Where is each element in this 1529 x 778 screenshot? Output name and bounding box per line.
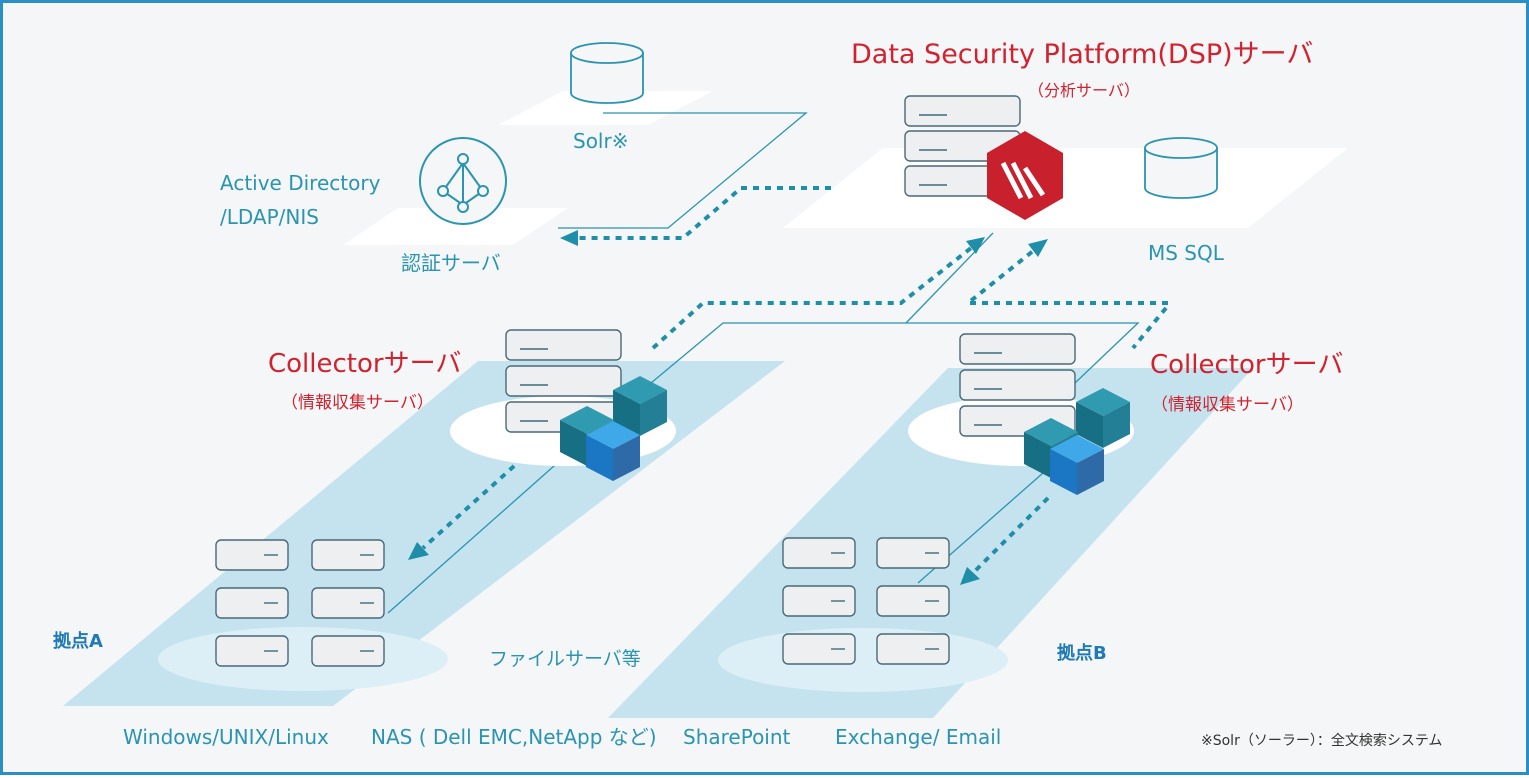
footnote: ※Solr（ソーラー）：全文検索システム <box>1201 733 1443 749</box>
server-icon <box>876 633 950 665</box>
solr-connection-line <box>558 112 808 229</box>
collector-a-subtitle: （情報収集サーバ） <box>281 393 434 413</box>
site-b-label: 拠点B <box>1057 643 1107 664</box>
server-icon <box>782 537 856 569</box>
auth-server-label: 認証サーバ <box>401 251 501 275</box>
auth-platform <box>343 208 568 245</box>
server-icon <box>311 635 385 667</box>
collector-b-server-stack <box>959 333 1076 437</box>
solr-label: Solr※ <box>573 129 629 153</box>
server-icon <box>311 539 385 571</box>
source-nas: NAS ( Dell EMC,NetApp など) <box>371 725 657 749</box>
collector-connection-line <box>602 322 1140 424</box>
site-b-fileserver-base <box>718 628 1008 692</box>
server-icon <box>876 585 950 617</box>
collector-b-subtitle: （情報収集サーバ） <box>1151 395 1304 415</box>
server-icon <box>904 95 1021 127</box>
network-tree-icon <box>419 137 507 225</box>
file-servers-label: ファイルサーバ等 <box>489 648 641 670</box>
server-icon <box>782 585 856 617</box>
collector-b-title: Collectorサーバ <box>1150 350 1344 380</box>
hexagon-logo-icon <box>987 131 1063 220</box>
auth-line1: Active Directory <box>220 171 381 195</box>
dotted-arrow-icon <box>651 237 985 350</box>
server-icon <box>505 329 622 361</box>
dotted-arrow-icon <box>962 239 1168 350</box>
source-exchange: Exchange/ Email <box>835 725 1002 749</box>
source-windows: Windows/UNIX/Linux <box>123 725 329 749</box>
site-a-fileserver-line <box>387 457 564 614</box>
server-icon <box>215 635 289 667</box>
dsp-subtitle: （分析サーバ） <box>1028 81 1140 100</box>
server-icon <box>505 365 622 397</box>
dotted-arrow-icon <box>408 456 525 560</box>
server-icon <box>311 587 385 619</box>
auth-line2: /LDAP/NIS <box>220 205 319 229</box>
server-icon <box>782 633 856 665</box>
dotted-arrow-icon <box>560 186 831 246</box>
server-icon <box>876 537 950 569</box>
dotted-arrow-icon <box>960 496 1050 585</box>
dsp-platform <box>783 148 1348 228</box>
ms-sql-label: MS SQL <box>1148 241 1224 265</box>
server-icon <box>959 369 1076 401</box>
site-a-label: 拠点A <box>53 631 103 652</box>
collector-a-title: Collectorサーバ <box>268 349 462 379</box>
solr-platform <box>498 91 713 125</box>
source-sharepoint: SharePoint <box>683 725 791 749</box>
server-icon <box>959 333 1076 365</box>
database-icon <box>570 42 644 104</box>
server-icon <box>215 587 289 619</box>
site-a-fileserver-base <box>158 627 448 691</box>
architecture-diagram <box>63 42 1348 718</box>
database-icon <box>1144 137 1218 199</box>
server-icon <box>215 539 289 571</box>
dsp-title: Data Security Platform(DSP)サーバ <box>851 39 1314 70</box>
